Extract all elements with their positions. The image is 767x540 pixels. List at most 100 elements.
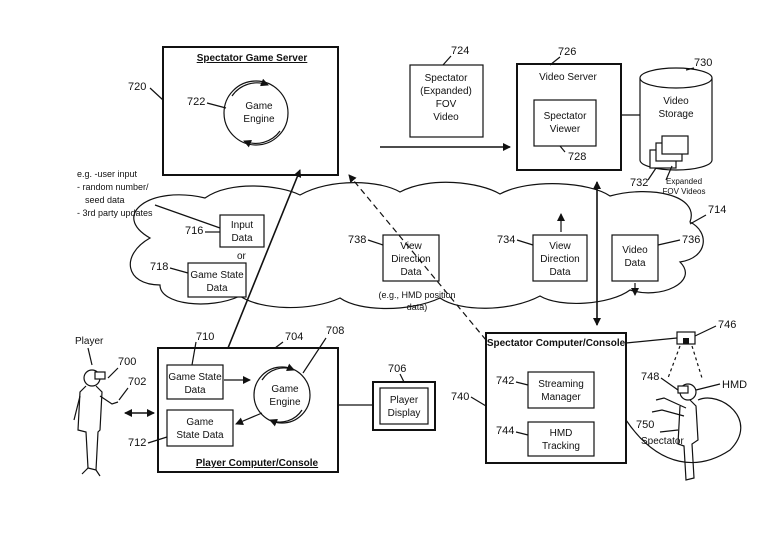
camera-ref-leader: [694, 325, 717, 337]
hmd-tracking-label-1: Tracking: [542, 441, 580, 452]
view-direction-2-ref-leader: [516, 239, 534, 246]
player-to-server-arrow: [227, 169, 302, 349]
player-game-state-label-0: Game State: [168, 372, 222, 383]
view-direction-1-box: [382, 234, 440, 282]
view-direction-2-label-0: View: [549, 241, 571, 252]
hmd-tracking-ref-leader: [515, 431, 529, 436]
view-direction-2-box: [532, 234, 588, 282]
player-game-state-2-label-1: State Data: [176, 430, 224, 441]
spectator-console-title: Spectator Computer/Console: [487, 338, 626, 349]
spectator-game-server-title: Spectator Game Server: [197, 53, 308, 64]
video-storage-ref: 730: [694, 57, 712, 69]
player-label-leader: [87, 347, 93, 366]
player-figure: [73, 369, 119, 477]
view-direction-1-label-2: Data: [400, 267, 422, 278]
spectator-console-ref-leader: [470, 396, 487, 407]
fov-video-label-3: Video: [433, 112, 459, 123]
fov-video-label-0: Spectator: [425, 73, 468, 84]
player-display-label-0: Player: [390, 395, 419, 406]
view-direction-1-label-0: View: [400, 241, 422, 252]
camera-view-lines: [667, 345, 703, 379]
player-game-state-ref: 710: [196, 331, 214, 343]
server-engine-ref-leader: [206, 102, 227, 109]
view-direction-1-ref: 738: [348, 234, 366, 246]
player-game-state-2-ref: 712: [128, 437, 146, 449]
hmd-tracking-label-0: HMD: [550, 428, 573, 439]
video-server-title: Video Server: [539, 72, 597, 83]
spectator-viewer-label-0: Spectator: [544, 111, 587, 122]
player-engine-label-1: Engine: [269, 397, 301, 408]
video-data-label-1: Data: [624, 258, 646, 269]
network-ref: 714: [708, 204, 726, 216]
spectator-viewer-box: [533, 99, 597, 147]
fov-video-ref: 724: [451, 45, 469, 57]
player-game-state-ref-leader: [191, 341, 197, 366]
video-data-ref-leader: [657, 239, 681, 246]
or-text: or: [237, 251, 247, 262]
console-to-camera-line: [625, 337, 678, 344]
hmd-label-leader: [695, 383, 721, 391]
annotation-line-3: - 3rd party updates: [77, 208, 153, 218]
input-data-box: [219, 214, 265, 248]
player-display-ref: 706: [388, 363, 406, 375]
input-data-label-0: Input: [231, 220, 253, 231]
fov-video-label-1: (Expanded): [420, 86, 472, 97]
player-display-ref-leader: [399, 373, 405, 383]
video-storage-ref-leader: [685, 67, 695, 71]
hmd-ref-leader: [660, 377, 679, 391]
spectator-ref-leader: [659, 429, 679, 433]
player-game-state-label-1: Data: [184, 385, 206, 396]
net-game-state-box: [187, 262, 247, 298]
player-engine-ref-leader: [302, 337, 327, 374]
spectator-to-server-dashed-arrow: [348, 174, 487, 341]
view-direction-2-label-2: Data: [549, 267, 571, 278]
view-direction-2-ref: 734: [497, 234, 515, 246]
fov-video-label-2: FOV: [436, 99, 457, 110]
camera-ref: 746: [718, 319, 736, 331]
player-console-ref-leader: [274, 341, 284, 349]
network-ref-leader: [689, 214, 707, 225]
hmd-tracking-box: [527, 421, 595, 457]
video-storage-label-0: Video: [663, 96, 689, 107]
net-game-state-ref-leader: [169, 267, 189, 274]
streaming-manager-box: [527, 371, 595, 409]
spectator-viewer-label-1: Viewer: [550, 124, 581, 135]
view-direction-1-label-1: Direction: [391, 254, 430, 265]
controller-ref-leader: [118, 387, 129, 401]
view-direction-2-label-1: Direction: [540, 254, 579, 265]
video-server-ref: 726: [558, 46, 576, 58]
spectator-game-server-ref-leader: [149, 87, 164, 101]
player-game-state-2-box: [166, 409, 234, 447]
spectator-game-server-ref: 720: [128, 81, 146, 93]
spectator-label: Spectator: [641, 436, 684, 447]
net-game-state-ref: 718: [150, 261, 168, 273]
network-cloud: [129, 181, 704, 310]
annotation-line-1: - random number/: [77, 182, 149, 192]
view-direction-1-note-0: (e.g., HMD position: [378, 290, 455, 300]
server-engine-rotate-arrow-top: [231, 78, 269, 97]
view-direction-1-note-1: data): [407, 302, 428, 312]
video-data-ref: 736: [682, 234, 700, 246]
video-storage-top: [639, 67, 713, 89]
player-console-title: Player Computer/Console: [196, 458, 319, 469]
spectator-game-server-box: [162, 46, 339, 176]
video-data-label-0: Video: [622, 245, 648, 256]
spectator-figure: [651, 383, 699, 481]
streaming-manager-label-0: Streaming: [538, 379, 584, 390]
video-storage-label-1: Storage: [658, 109, 693, 120]
annotation-line-2: seed data: [85, 195, 125, 205]
player-label: Player: [75, 336, 104, 347]
player-game-state-box: [166, 364, 224, 400]
server-game-engine-label-2: Engine: [243, 114, 275, 125]
input-data-ref: 716: [185, 225, 203, 237]
server-engine-rotate-arrow-bottom: [243, 130, 281, 148]
player-ref: 700: [118, 356, 136, 368]
player-engine-ref: 708: [326, 325, 344, 337]
player-console-ref: 704: [285, 331, 303, 343]
fov-files-label-leader: [665, 165, 673, 181]
annotation-leader: [154, 204, 221, 229]
hmd-tracking-ref: 744: [496, 425, 514, 437]
spectator-viewer-ref-leader: [559, 145, 566, 153]
